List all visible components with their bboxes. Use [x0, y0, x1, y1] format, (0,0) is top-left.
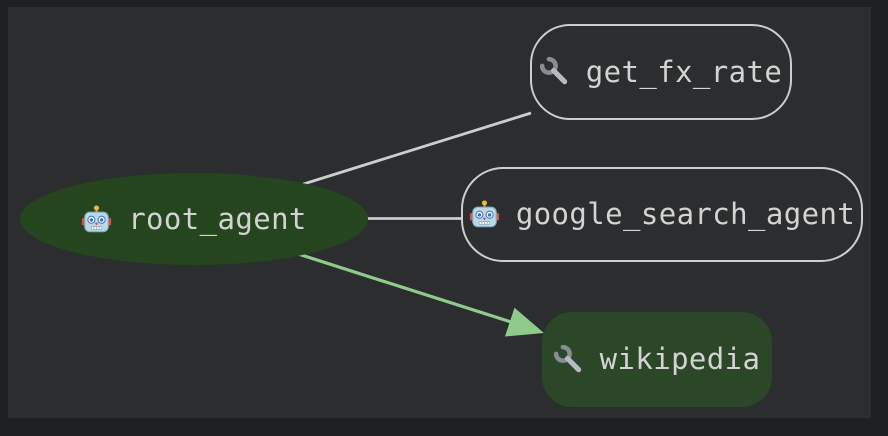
node-label-wikipedia: wikipedia [599, 342, 761, 376]
robot-icon [469, 199, 500, 230]
node-label-root-agent: root_agent [128, 201, 307, 236]
node-label-get-fx-rate: get_fx_rate [585, 54, 783, 89]
node-label-google-search-agent: google_search_agent [515, 197, 856, 231]
wrench-icon [553, 344, 584, 375]
node-wikipedia[interactable]: wikipedia [542, 312, 772, 407]
robot-icon [81, 204, 112, 235]
wrench-icon [539, 57, 570, 87]
node-get-fx-rate[interactable]: get_fx_rate [530, 24, 792, 120]
node-google-search-agent[interactable]: google_search_agent [461, 167, 863, 262]
node-root-agent[interactable]: root_agent [20, 173, 368, 265]
